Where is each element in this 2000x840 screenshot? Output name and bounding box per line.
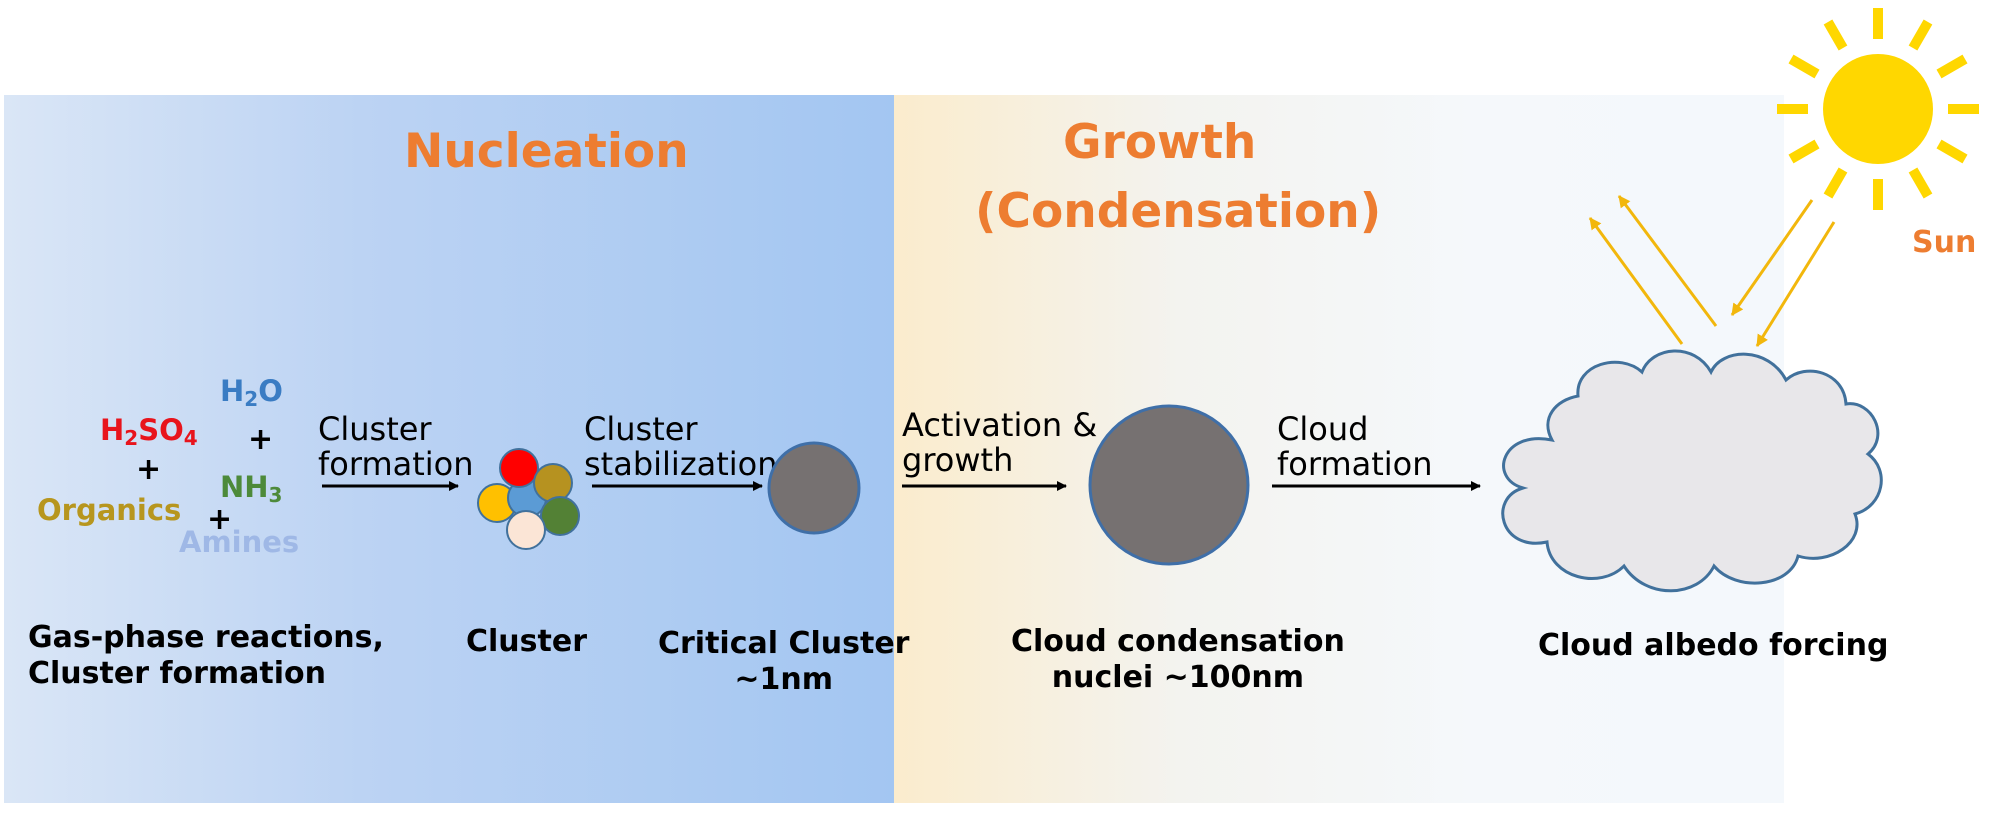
amines-label: Amines xyxy=(179,525,300,559)
nucleation-title: Nucleation xyxy=(404,124,689,179)
plus-sign: + xyxy=(136,452,162,487)
cloud-icon xyxy=(1501,349,1883,593)
incoming-sunlight-arrow xyxy=(1730,199,1814,316)
growth-subtitle: (Condensation) xyxy=(975,184,1382,239)
sun-icon xyxy=(1777,8,1979,210)
nucleation-panel xyxy=(4,95,894,803)
sun-label: Sun xyxy=(1912,225,1977,260)
organics-label: Organics xyxy=(37,493,182,527)
reflected-sunlight-arrow xyxy=(1617,195,1718,327)
reflected-sunlight-arrow xyxy=(1588,217,1684,345)
nh3-label: NH3 xyxy=(220,470,283,507)
caption-cloud-albedo: Cloud albedo forcing xyxy=(1538,628,1889,663)
arrow-label-activation-growth: Activation &growth xyxy=(902,406,1098,479)
plus-sign: + xyxy=(207,502,233,537)
caption-critical-cluster: Critical Cluster~1nm xyxy=(658,626,910,697)
caption-cluster: Cluster xyxy=(466,624,587,659)
caption-gas-phase: Gas-phase reactions,Cluster formation xyxy=(28,620,384,691)
plus-sign: + xyxy=(248,422,274,457)
cluster-icon xyxy=(477,448,580,550)
h2o-label: H2O xyxy=(220,374,283,411)
ccn-particle xyxy=(1088,404,1250,566)
incoming-sunlight-arrow xyxy=(1755,221,1836,347)
critical-cluster-particle xyxy=(767,441,861,535)
h2so4-label: H2SO4 xyxy=(100,413,198,450)
growth-title: Growth xyxy=(1063,115,1257,170)
